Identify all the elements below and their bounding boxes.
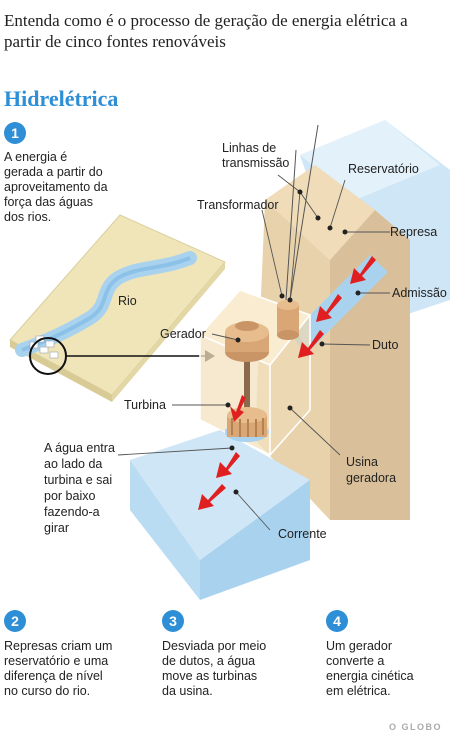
generator bbox=[225, 321, 269, 422]
label-usina-1: Usina bbox=[346, 455, 378, 469]
label-linhas-1: Linhas de bbox=[222, 141, 276, 155]
label-transformador: Transformador bbox=[197, 198, 279, 212]
label-usina-2: geradora bbox=[346, 471, 396, 485]
label-turbina: Turbina bbox=[124, 398, 166, 412]
water-flow-arrows bbox=[198, 256, 376, 510]
label-agua-3: turbina e sai bbox=[44, 473, 112, 487]
label-reservatorio: Reservatório bbox=[348, 162, 419, 176]
label-admissao: Admissão bbox=[392, 286, 447, 300]
outflow-channel bbox=[130, 430, 310, 600]
label-agua-5: fazendo-a bbox=[44, 505, 100, 519]
step-1-badge: 1 bbox=[4, 122, 26, 144]
leader-dots bbox=[225, 189, 361, 495]
turbine bbox=[225, 407, 269, 442]
headline: Entenda como é o processo de geração de … bbox=[4, 11, 408, 51]
label-rio: Rio bbox=[118, 294, 137, 308]
step-3-badge: 3 bbox=[162, 610, 184, 632]
label-agua-2: ao lado da bbox=[44, 457, 102, 471]
credit-logo: O GLOBO bbox=[389, 722, 442, 732]
label-agua-6: girar bbox=[44, 521, 69, 535]
label-agua-1: A água entra bbox=[44, 441, 115, 455]
label-linhas-2: transmissão bbox=[222, 156, 289, 170]
step-4-badge: 4 bbox=[326, 610, 348, 632]
label-gerador: Gerador bbox=[160, 327, 206, 341]
label-agua-4: por baixo bbox=[44, 489, 95, 503]
label-represa: Represa bbox=[390, 225, 437, 239]
step-2-badge: 2 bbox=[4, 610, 26, 632]
transformer bbox=[277, 124, 319, 340]
section-title: Hidrelétrica bbox=[4, 86, 119, 111]
hydroelectric-diagram: Rio bbox=[9, 120, 450, 600]
label-duto: Duto bbox=[372, 338, 398, 352]
label-corrente: Corrente bbox=[278, 527, 327, 541]
